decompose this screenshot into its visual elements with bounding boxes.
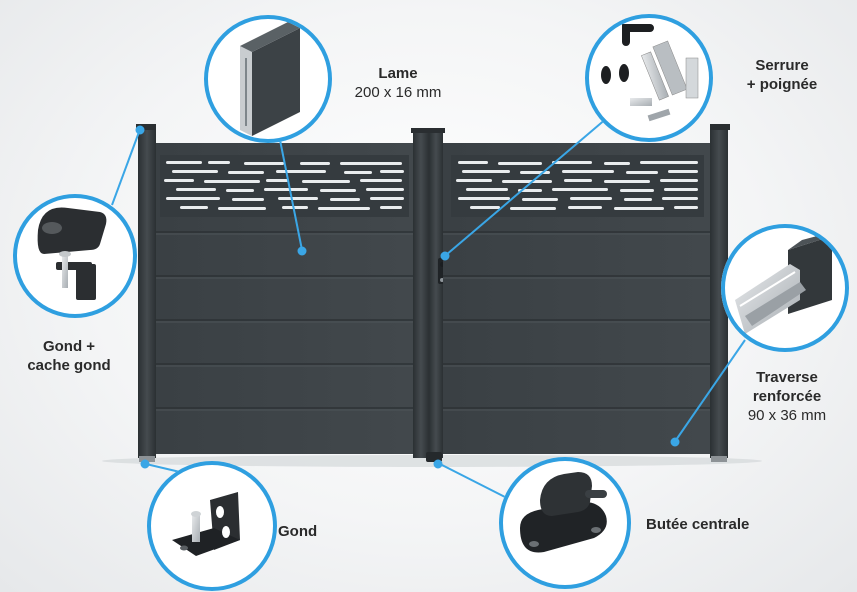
label-traverse: Traverse renforcée 90 x 36 mm xyxy=(724,368,850,425)
label-traverse-line1: Traverse xyxy=(756,369,818,386)
label-gond-title: Gond xyxy=(278,523,318,540)
label-lame-title: Lame xyxy=(378,65,418,82)
callout-traverse xyxy=(721,224,849,352)
label-traverse-detail: 90 x 36 mm xyxy=(747,407,827,424)
decorative-perforations-left xyxy=(164,161,404,210)
right-post xyxy=(710,124,730,462)
label-butee: Butée centrale xyxy=(646,515,786,534)
label-serrure: Serrure + poignée xyxy=(722,56,842,94)
label-lame: Lame 200 x 16 mm xyxy=(336,64,460,102)
callout-gond-cache xyxy=(13,194,137,318)
right-gate-leaf xyxy=(443,143,710,454)
label-gond-cache: Gond + cache gond xyxy=(4,337,134,375)
rail-profile-icon xyxy=(735,230,840,334)
central-stop-icon xyxy=(520,472,607,553)
leader-lines xyxy=(111,117,746,498)
left-post xyxy=(136,124,156,462)
label-traverse-line2: renforcée xyxy=(752,388,822,405)
left-gate-leaf xyxy=(156,143,413,454)
lock-handle-icon xyxy=(601,24,699,122)
label-gond: Gond xyxy=(278,522,338,541)
hinge-cover-icon xyxy=(37,207,107,300)
hinge-bracket-icon xyxy=(172,492,240,556)
decorative-perforations-right xyxy=(456,161,698,210)
lame-profile-icon xyxy=(240,22,300,136)
label-serrure-line1: Serrure xyxy=(755,57,809,74)
label-lame-detail: 200 x 16 mm xyxy=(354,84,442,101)
callout-gond xyxy=(147,461,277,591)
callout-serrure xyxy=(585,14,713,142)
central-stiles xyxy=(411,128,445,462)
label-serrure-line2: + poignée xyxy=(746,76,818,93)
callout-lame xyxy=(204,15,332,143)
callout-butee xyxy=(499,457,631,589)
label-gond-cache-line2: cache gond xyxy=(27,357,111,374)
label-gond-cache-line1: Gond + xyxy=(42,338,96,355)
label-butee-title: Butée centrale xyxy=(646,516,750,533)
